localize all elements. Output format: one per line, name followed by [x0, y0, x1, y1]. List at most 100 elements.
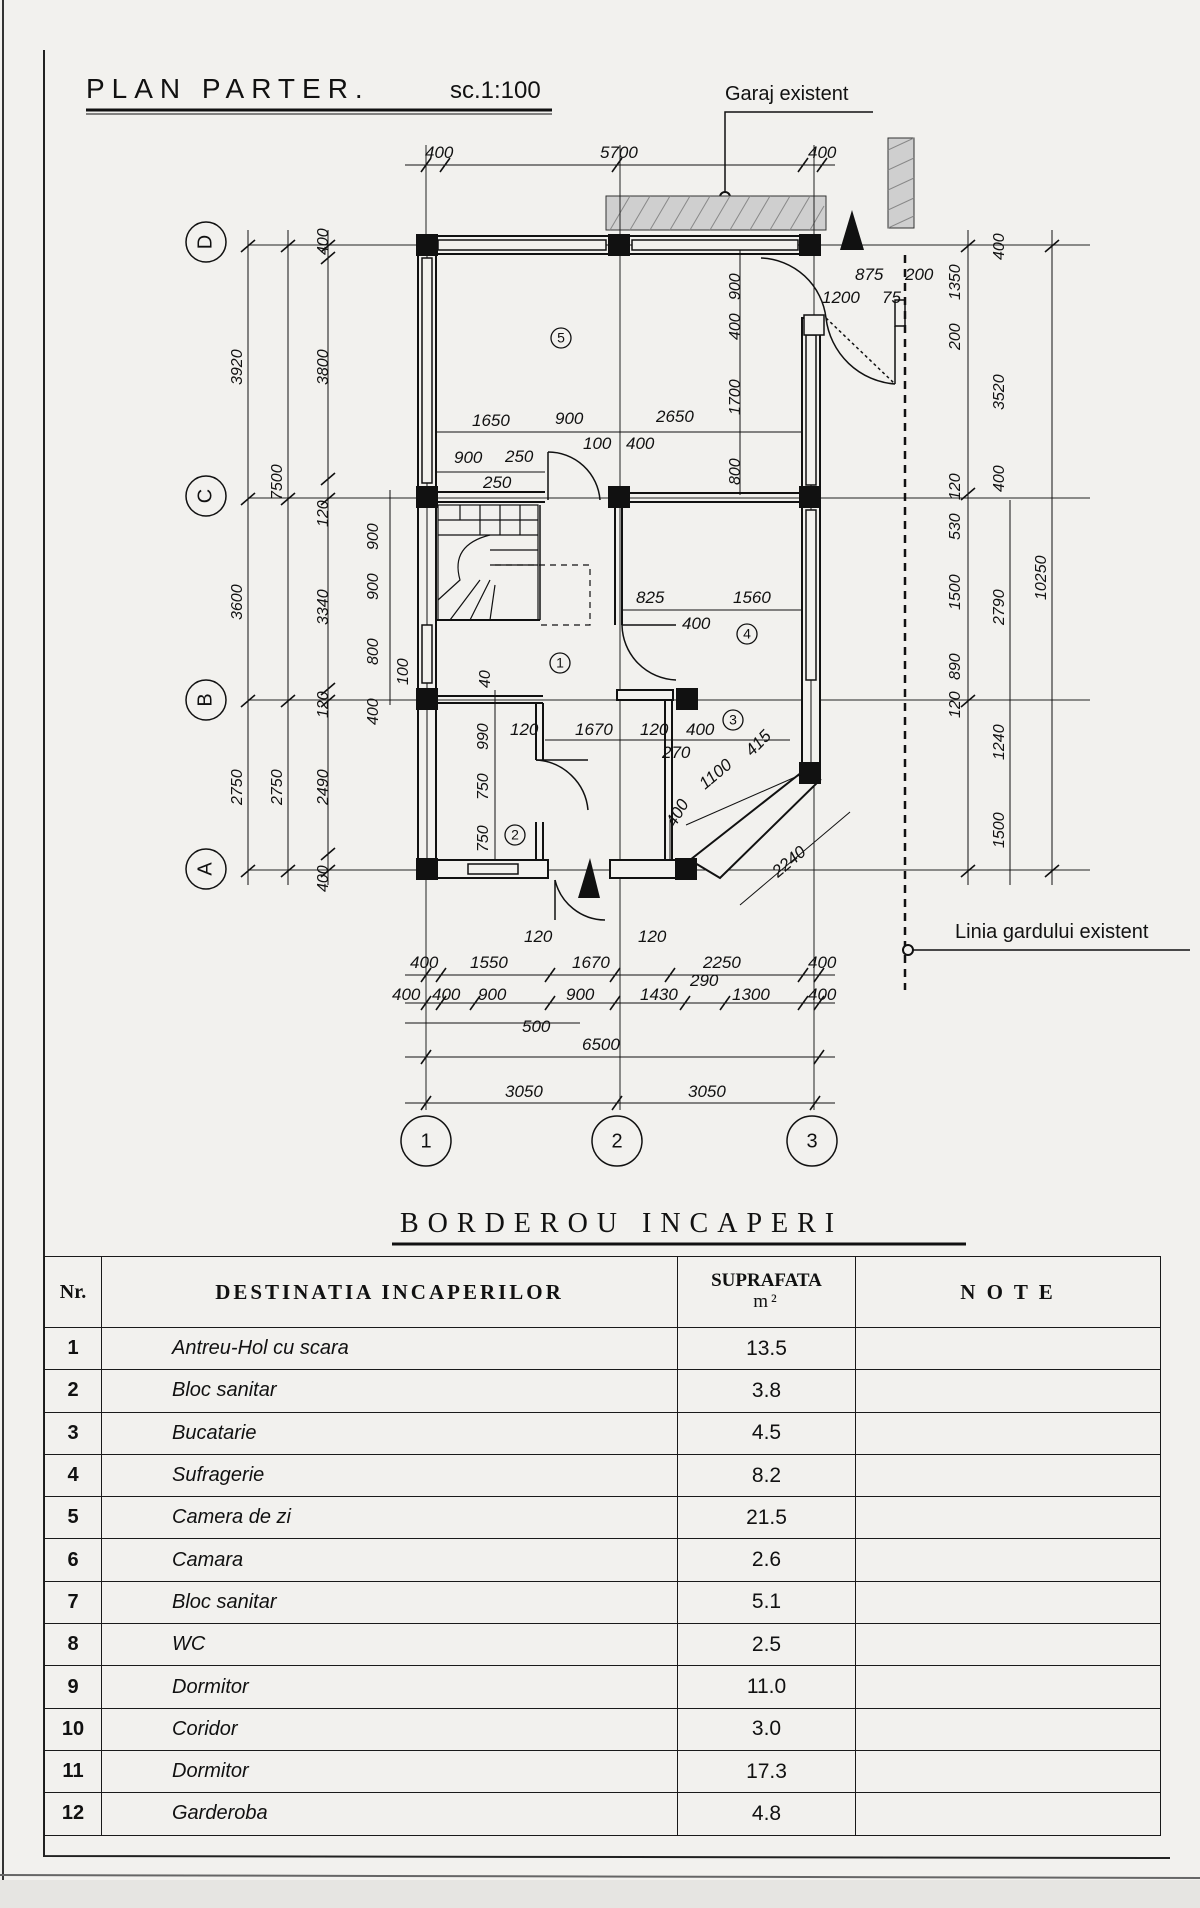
row-nr: 12 [44, 1792, 102, 1836]
row-name: Bloc sanitar [101, 1369, 678, 1413]
dim-left-120b: 120 [315, 691, 332, 718]
room-marker-4: 4 [743, 626, 751, 642]
row-note [855, 1749, 1161, 1794]
dim-r-890: 890 [947, 653, 964, 680]
dim-left-3920: 3920 [229, 349, 246, 385]
dim-r-3520: 3520 [991, 374, 1008, 410]
dim-b2-900a: 900 [478, 985, 507, 1004]
dim-b2-400b: 400 [432, 985, 461, 1004]
dim-left-2490: 2490 [315, 769, 332, 806]
row-area: 11.0 [677, 1665, 856, 1709]
dim-right-400: 400 [727, 313, 744, 340]
dim-gate-200b: 200 [947, 323, 964, 351]
row-nr: 6 [44, 1538, 102, 1582]
header-nr: Nr. [44, 1256, 102, 1328]
dimension-ticks [240, 157, 1060, 1111]
row-note [855, 1580, 1161, 1625]
row-axis-bubbles: D C B A [185, 221, 227, 890]
row-area: 2.6 [677, 1538, 856, 1582]
dim-right-900: 900 [727, 273, 744, 300]
row-note [855, 1538, 1161, 1582]
row-area: 13.5 [677, 1326, 856, 1371]
axis-bubble-3 [786, 1115, 838, 1167]
dim-small-750a: 750 [475, 773, 492, 800]
dim-b1-1670: 1670 [572, 953, 610, 972]
dim-b2-900b: 900 [566, 985, 595, 1004]
dim-r-400b: 400 [991, 465, 1008, 492]
row-note [855, 1792, 1161, 1836]
dim-b1-120a: 120 [524, 927, 553, 946]
dim-small-800: 800 [365, 638, 382, 665]
row-name: Dormitor [101, 1749, 678, 1794]
axis-bubble-b [185, 679, 227, 721]
dim-int-270: 270 [661, 743, 691, 762]
dim-top-left: 400 [425, 143, 454, 162]
row-area: 4.5 [677, 1411, 856, 1455]
dim-b2-1430: 1430 [640, 985, 678, 1004]
dim-int-250a: 250 [504, 447, 534, 466]
axis-label-d: D [194, 235, 216, 249]
row-nr: 3 [44, 1411, 102, 1455]
dim-top-middle: 5700 [600, 143, 638, 162]
dim-total-6500: 6500 [582, 1035, 620, 1054]
axis-label-3: 3 [806, 1130, 817, 1152]
dim-small-990: 990 [475, 723, 492, 750]
dim-int-2650: 2650 [655, 407, 694, 426]
dim-small-40: 40 [477, 670, 494, 688]
row-note [855, 1369, 1161, 1413]
dim-r-120a: 120 [947, 473, 964, 500]
axis-label-1: 1 [420, 1130, 431, 1152]
row-name: Bloc sanitar [101, 1580, 678, 1625]
row-note [855, 1496, 1161, 1540]
header-notes: N O T E [855, 1256, 1161, 1328]
header-destination: DESTINATIA INCAPERILOR [101, 1256, 678, 1328]
row-area: 21.5 [677, 1496, 856, 1540]
dim-int-825: 825 [636, 588, 665, 607]
row-nr: 2 [44, 1369, 102, 1413]
axis-label-b: B [194, 693, 216, 706]
dim-int-120b: 120 [640, 720, 669, 739]
axis-bubble-a [185, 848, 227, 890]
dim-int-400a: 400 [626, 434, 655, 453]
dim-b2-400c: 400 [808, 985, 837, 1004]
dim-left-120a: 120 [315, 500, 332, 527]
dim-int-400c: 400 [686, 720, 715, 739]
dim-right-1700: 1700 [727, 379, 744, 415]
row-name: Antreu-Hol cu scara [101, 1326, 678, 1371]
dim-r-10250: 10250 [1033, 555, 1050, 600]
row-area: 8.2 [677, 1453, 856, 1498]
dim-left-400a: 400 [315, 228, 332, 255]
row-name: Dormitor [101, 1665, 678, 1709]
dim-small-100: 100 [395, 658, 412, 685]
dim-b3-500: 500 [522, 1017, 551, 1036]
dim-r-1500a: 1500 [947, 574, 964, 610]
row-area: 3.8 [677, 1369, 856, 1413]
dim-left-2750a: 2750 [229, 769, 246, 806]
row-nr: 1 [44, 1326, 102, 1371]
dim-b1-2250: 2250 [702, 953, 741, 972]
dim-small-400: 400 [365, 698, 382, 725]
fence-label: Linia gardului existent [955, 921, 1149, 943]
door-swings [535, 257, 896, 921]
plan-scale: sc.1:100 [450, 77, 541, 104]
dim-int-900b: 900 [454, 448, 483, 467]
axis-label-2: 2 [611, 1130, 622, 1152]
header-area-unit: m² [753, 1291, 780, 1312]
dim-r-1500b: 1500 [991, 812, 1008, 848]
dim-small-900a: 900 [365, 523, 382, 550]
row-name: Camera de zi [101, 1496, 678, 1540]
row-nr: 9 [44, 1665, 102, 1709]
dim-b1-400b: 400 [808, 953, 837, 972]
